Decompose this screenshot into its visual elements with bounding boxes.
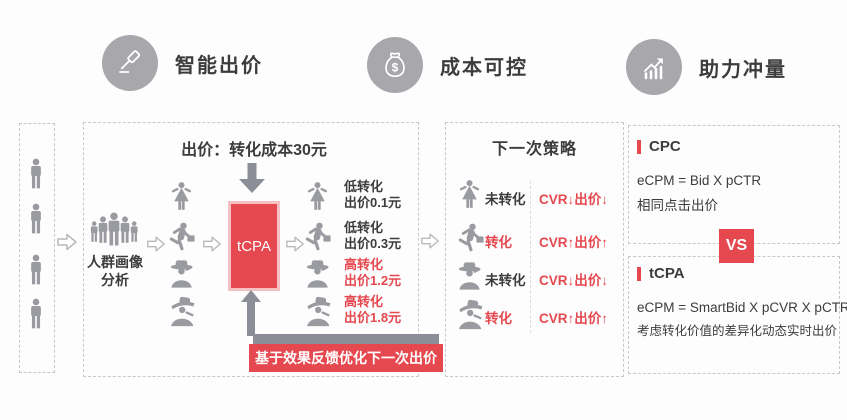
feature-label: 助力冲量 [699,58,787,81]
cowboy-icon [459,299,483,330]
red-bar-icon [637,266,641,281]
feature-cost-control: 成本可控 [367,37,528,93]
red-bar-icon [637,139,641,154]
bid-title: 出价：转化成本30元 [181,142,327,159]
detective-icon [458,262,481,290]
strategy-action: CVR↓出价↓ [539,192,609,207]
girl-icon [171,182,192,210]
detective-icon [306,260,329,288]
tcpa-title: tCPA [649,265,685,282]
conversion-status: 未转化 [485,192,526,207]
audience-label-line2: 分析 [101,272,129,288]
strategy-action: CVR↑出价↑ [539,235,609,250]
girl-icon [459,180,480,208]
runner-icon [169,222,195,251]
bid-amount: 出价1.2元 [344,273,402,288]
audience-pool-box [19,123,55,373]
strategy-action: CVR↑出价↑ [539,311,609,326]
conversion-status: 转化 [485,311,512,326]
bid-amount: 出价1.8元 [344,310,402,325]
feature-label: 成本可控 [440,56,528,79]
conversion-level: 高转化 [344,294,384,309]
tcpa-desc: 考虑转化价值的差异化动态实时出价 [637,324,838,338]
runner-icon [305,222,331,251]
cpc-desc: 相同点击出价 [637,198,718,213]
cpc-title-row: CPC [637,138,681,155]
feature-label: 智能出价 [175,54,263,77]
audience-analysis-label: 人群画像 分析 [82,253,148,289]
flow-arrow-icon [421,233,439,249]
tcpa-info-box: tCPA eCPM = SmartBid X pCVR X pCTR 考虑转化价… [628,256,847,374]
tcpa-flow-box: 出价：转化成本30元 人群画像 分析 tCPA [82,122,443,377]
feedback-bar [253,334,439,344]
output-row: 低转化 出价0.3元 [344,220,439,252]
cpc-title: CPC [649,138,681,155]
person-icon [31,158,41,189]
vs-badge: VS [719,229,754,263]
feature-smart-bidding: 智能出价 [102,35,263,91]
feedback-banner: 基于效果反馈优化下一次出价 [249,344,443,372]
next-strategy-box: 下一次策略 未转化 CVR↓出价↓ 转化 CVR↑出价↑ 未转化 CVR↓出价↓… [445,122,624,377]
detective-icon [170,260,193,288]
flow-arrow-icon [147,236,165,252]
tcpa-title-row: tCPA [637,265,685,282]
money-bag-icon [367,37,423,93]
output-row: 高转化 出价1.2元 [344,257,439,289]
strategy-divider [530,181,531,333]
conversion-level: 低转化 [344,179,384,194]
output-row: 高转化 出价1.8元 [344,294,439,326]
down-arrow-icon [239,163,265,193]
flow-arrow-icon [203,236,221,252]
conversion-level: 低转化 [344,220,384,235]
flow-arrow-icon [57,233,77,251]
person-icon [31,298,41,329]
conversion-status: 未转化 [485,273,526,288]
output-row: 低转化 出价0.1元 [344,179,439,211]
girl-icon [307,182,328,210]
tcpa-engine-box: tCPA [228,201,280,291]
strategy-title: 下一次策略 [491,141,577,158]
tcpa-formula: eCPM = SmartBid X pCVR X pCTR [637,300,847,315]
runner-icon [458,223,484,252]
conversion-level: 高转化 [344,257,384,272]
bid-amount: 出价0.3元 [344,236,402,251]
gavel-icon [102,35,158,91]
conversion-status: 转化 [485,235,512,250]
cpc-formula: eCPM = Bid X pCTR [637,173,762,188]
person-icon [31,203,41,234]
strategy-action: CVR↓出价↓ [539,273,609,288]
cowboy-icon [171,296,195,327]
person-icon [31,254,41,285]
audience-label-line1: 人群画像 [87,254,143,270]
bid-amount: 出价0.1元 [344,195,402,210]
feedback-up-arrow-icon [241,290,261,336]
growth-chart-icon [626,39,682,95]
crowd-icon [90,212,138,246]
feature-boost-volume: 助力冲量 [626,39,787,95]
cowboy-icon [307,296,331,327]
cpc-info-box: CPC eCPM = Bid X pCTR 相同点击出价 [628,125,840,244]
